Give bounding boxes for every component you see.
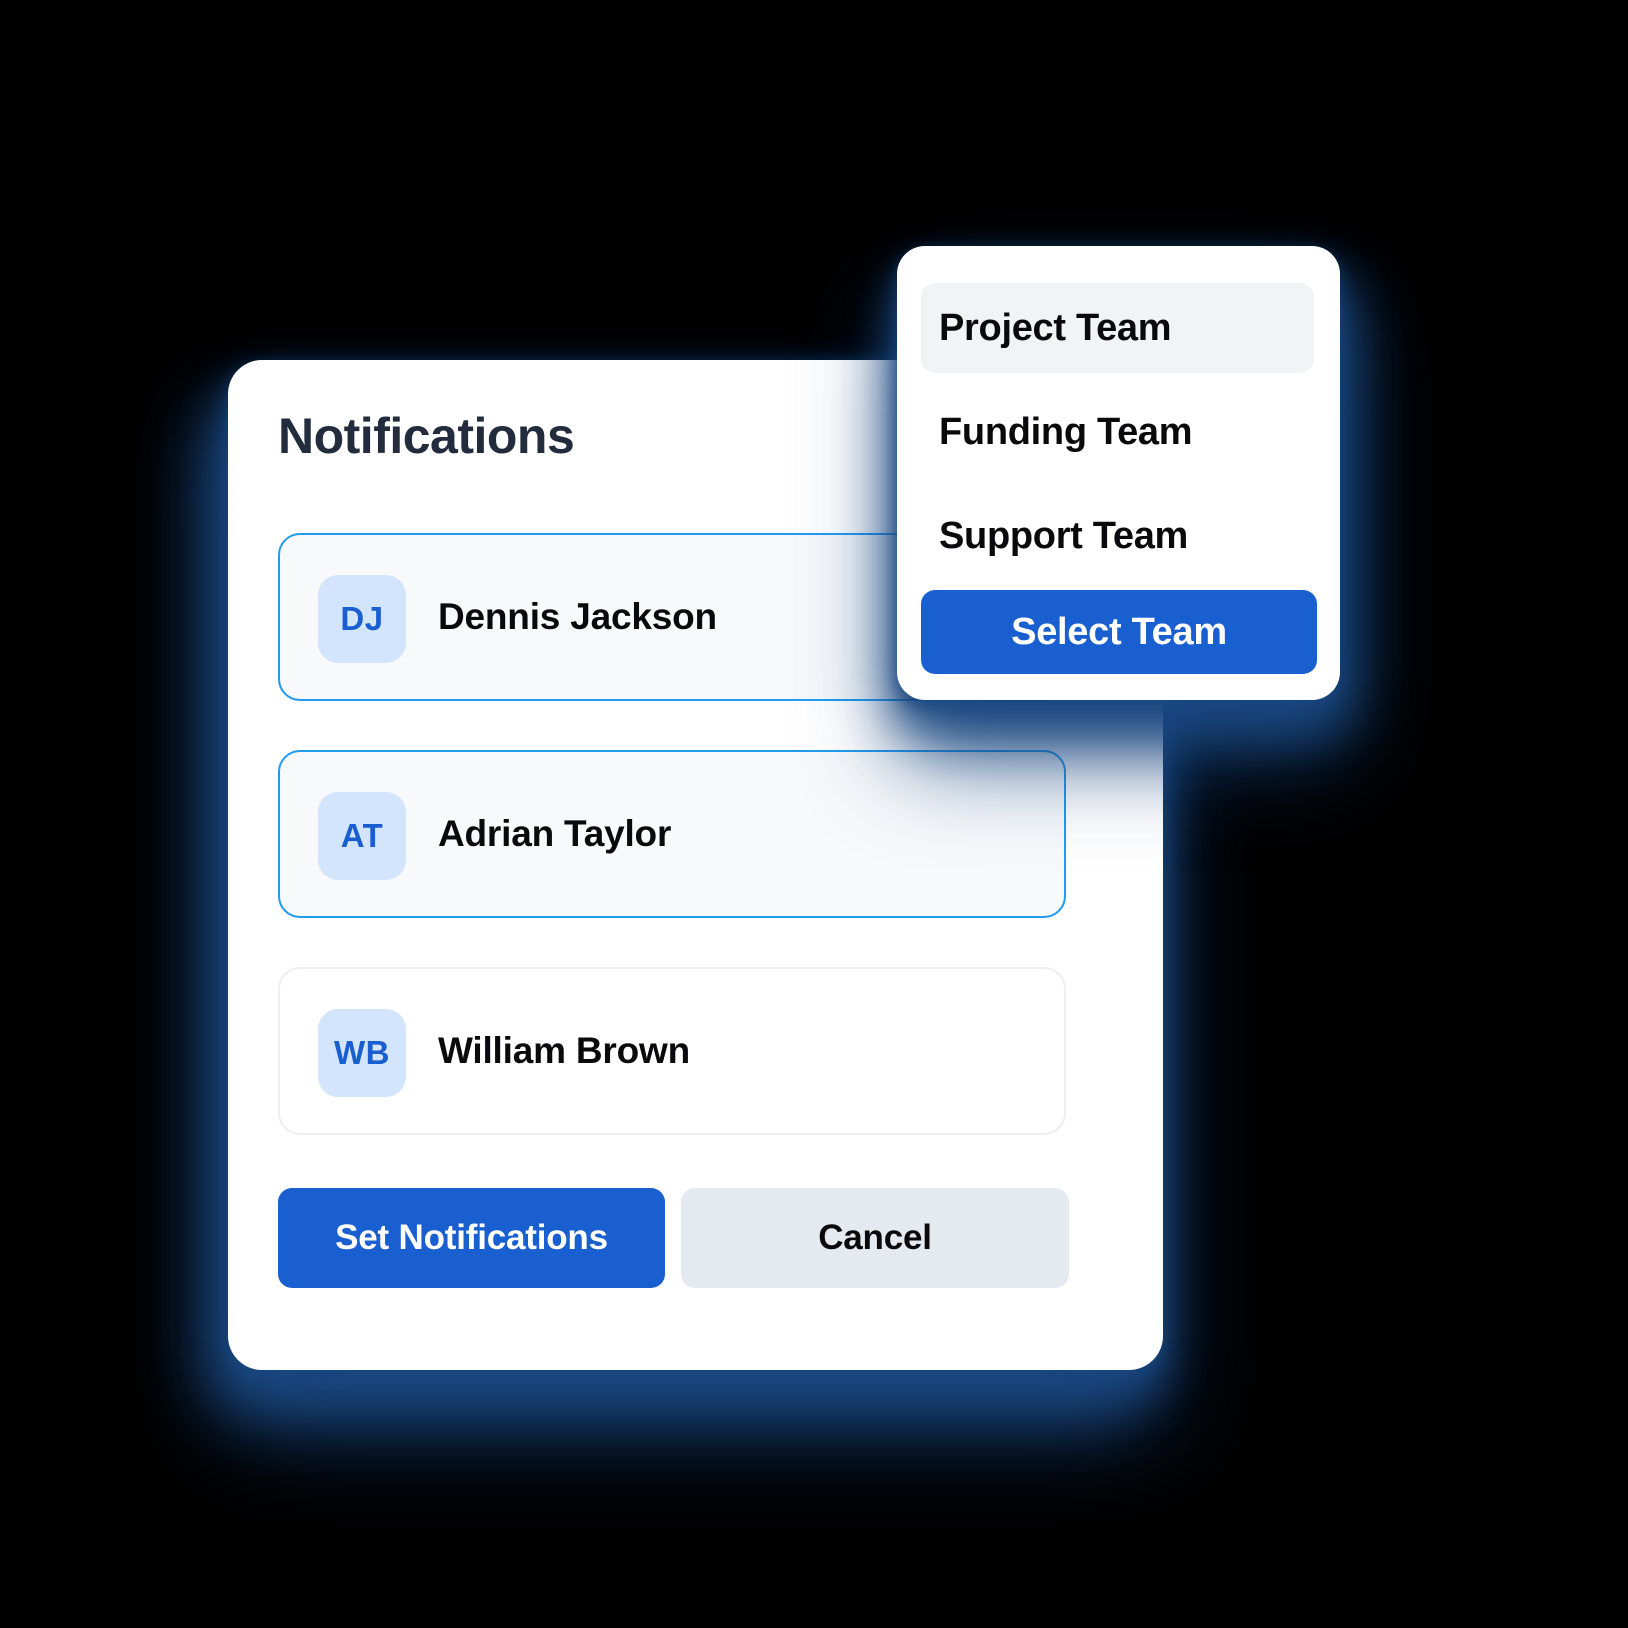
- team-option-support[interactable]: Support Team: [939, 514, 1189, 557]
- list-item[interactable]: WB William Brown: [278, 967, 1066, 1135]
- footer-actions: Set Notifications Cancel: [278, 1188, 1069, 1288]
- avatar: WB: [318, 1009, 406, 1097]
- list-item-label: William Brown: [438, 1030, 690, 1071]
- team-dropdown-panel: Project Team Funding Team Support Team S…: [897, 246, 1340, 700]
- avatar: DJ: [318, 575, 406, 663]
- team-option-project[interactable]: Project Team: [921, 283, 1314, 373]
- page-title: Notifications: [278, 408, 575, 464]
- avatar: AT: [318, 792, 406, 880]
- select-team-button[interactable]: Select Team: [921, 590, 1317, 674]
- list-item-label: Adrian Taylor: [438, 813, 672, 854]
- cancel-button[interactable]: Cancel: [681, 1188, 1069, 1288]
- team-option-funding[interactable]: Funding Team: [939, 410, 1193, 453]
- list-item[interactable]: AT Adrian Taylor: [278, 750, 1066, 918]
- set-notifications-button[interactable]: Set Notifications: [278, 1188, 665, 1288]
- list-item-label: Dennis Jackson: [438, 596, 717, 637]
